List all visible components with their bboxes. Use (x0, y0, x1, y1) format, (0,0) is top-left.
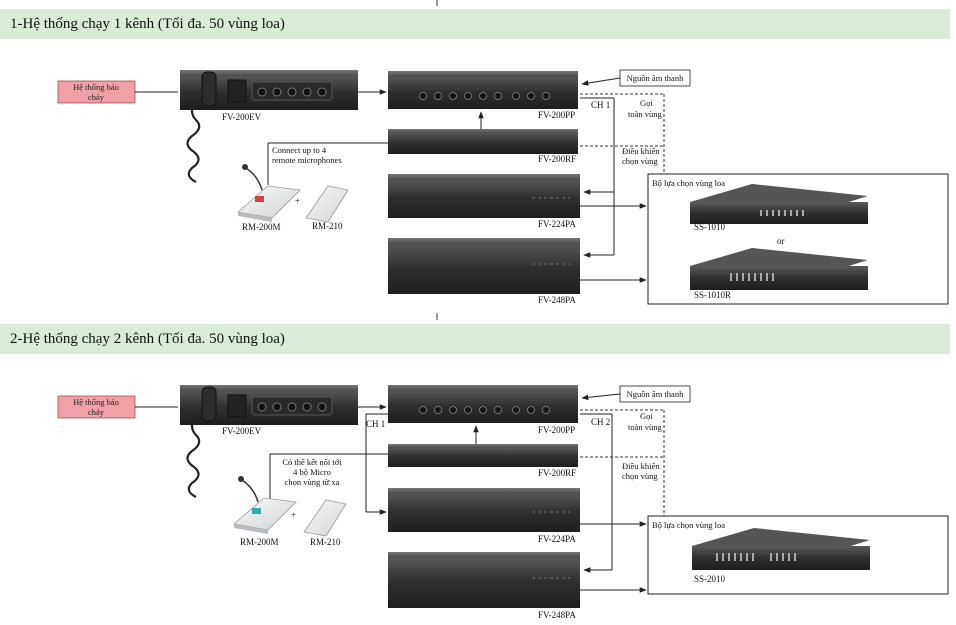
all-call-1-line2: toàn vùng (628, 109, 663, 119)
rm210-desk-1 (305, 185, 349, 223)
rm200m-desk-1 (237, 164, 301, 222)
fv200rf-device-2 (388, 444, 578, 467)
all-call-2-line1: Gọi (640, 411, 653, 421)
zone-control-2-line2: chọn vùng (622, 471, 658, 481)
svg-text:or: or (777, 236, 785, 246)
label-rm210-2: RM-210 (310, 537, 341, 547)
svg-text:cháy: cháy (88, 407, 105, 417)
plus-2: + (291, 510, 296, 520)
rm210-desk-2 (303, 499, 347, 537)
fire-alarm-box-1: Hệ thống báo cháy (57, 80, 136, 104)
svg-text:Nguồn âm thanh: Nguồn âm thanh (627, 389, 684, 399)
section1-title: 1-Hệ thống chạy 1 kênh (Tối đa. 50 vùng … (0, 9, 950, 39)
svg-text:SS-1010: SS-1010 (694, 222, 726, 232)
all-call-1-line1: Gọi (640, 98, 653, 108)
section2-diagram: Hệ thống báo cháy FV-200EV (57, 385, 949, 620)
remote-note-2-line3: chọn vùng từ xa (285, 477, 340, 487)
fire-alarm-box-2: Hệ thống báo cháy (57, 395, 136, 419)
handheld-microphone-2 (186, 386, 217, 498)
zone-selector-box-2: Bộ lựa chọn vùng loa SS-2010 (647, 515, 949, 595)
zone-control-1-line1: Điều khiển (622, 146, 660, 156)
remote-note-1-line1: Connect up to 4 (272, 145, 327, 155)
audio-source-box-2: Nguồn âm thanh (619, 385, 691, 403)
label-fv200ev-2: FV-200EV (222, 426, 262, 436)
label-fv224pa-2: FV-224PA (538, 534, 576, 544)
audio-source-box-1: Nguồn âm thanh (619, 69, 691, 87)
all-call-2-line2: toàn vùng (628, 422, 663, 432)
label-rm200m-2: RM-200M (240, 537, 279, 547)
remote-note-2-line2: 4 bộ Micro (293, 467, 331, 477)
rm200m-desk-2 (233, 476, 297, 534)
svg-text:Hệ thống báo: Hệ thống báo (73, 82, 119, 92)
ss1010r-device (690, 248, 868, 290)
remote-note-1-line2: remote microphones (272, 155, 342, 165)
fv200rf-device-1 (388, 129, 578, 154)
svg-text:SS-2010: SS-2010 (694, 574, 726, 584)
ss1010-device (690, 184, 868, 224)
ch2-label-2: CH 2 (591, 417, 610, 427)
fv224pa-device-2 (388, 488, 580, 532)
fv248pa-device-2 (388, 552, 580, 608)
handheld-microphone-1 (186, 71, 217, 183)
plus-1: + (295, 196, 300, 206)
fv200pp-device-2 (388, 385, 578, 423)
fv200pp-device-1 (388, 71, 578, 109)
zone-control-1-line2: chọn vùng (622, 156, 658, 166)
zone-control-2-line1: Điều khiển (622, 461, 660, 471)
ch1-label-2: CH 1 (366, 419, 385, 429)
ss2010-device (692, 528, 870, 570)
label-rm210-1: RM-210 (312, 221, 343, 231)
label-fv200ev-1: FV-200EV (222, 112, 262, 122)
label-fv200pp-1: FV-200PP (538, 110, 575, 120)
zone-selector-box-1: Bộ lựa chọn vùng loa SS-1010 or SS-1010R (647, 173, 949, 305)
label-fv248pa-1: FV-248PA (538, 295, 576, 305)
svg-text:SS-1010R: SS-1010R (694, 290, 731, 300)
svg-text:Hệ thống báo: Hệ thống báo (73, 397, 119, 407)
label-rm200m-1: RM-200M (242, 222, 281, 232)
svg-text:Bộ lựa chọn vùng loa: Bộ lựa chọn vùng loa (652, 520, 725, 530)
label-fv248pa-2: FV-248PA (538, 610, 576, 620)
label-fv200rf-2: FV-200RF (538, 468, 576, 478)
label-fv224pa-1: FV-224PA (538, 219, 576, 229)
section1-diagram: Hệ thống báo cháy FV-200EV (57, 69, 949, 305)
svg-text:cháy: cháy (88, 92, 105, 102)
section2-title: 2-Hệ thống chạy 2 kênh (Tối đa. 50 vùng … (0, 324, 950, 354)
label-fv200pp-2: FV-200PP (538, 425, 575, 435)
remote-note-2-line1: Có thể kết nối tới (282, 457, 342, 467)
fv224pa-device-1 (388, 174, 580, 218)
svg-text:Nguồn âm thanh: Nguồn âm thanh (627, 73, 684, 83)
fv248pa-device-1 (388, 238, 580, 294)
svg-text:Bộ lựa chọn vùng loa: Bộ lựa chọn vùng loa (652, 178, 725, 188)
label-fv200rf-1: FV-200RF (538, 154, 576, 164)
ch-label-1: CH 1 (591, 100, 610, 110)
